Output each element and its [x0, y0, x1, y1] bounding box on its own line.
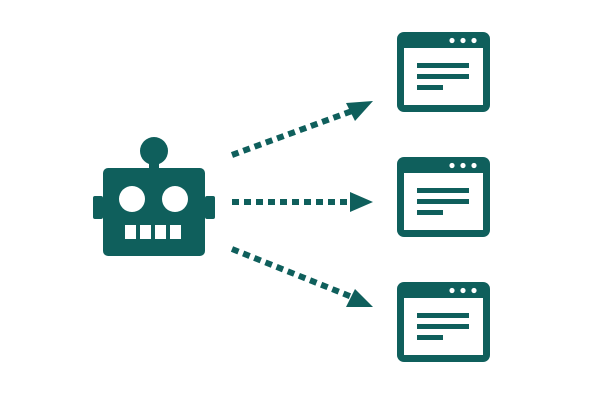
arrow-to-window-3	[230, 246, 373, 307]
arrow-shaft	[230, 246, 354, 300]
robot-left-eye	[119, 186, 145, 212]
browser-window-icon	[397, 157, 490, 237]
window-text-line	[417, 313, 469, 318]
window-text-line	[417, 210, 443, 215]
robot-tooth	[170, 225, 181, 239]
window-text-line	[417, 199, 469, 204]
arrowhead	[350, 192, 373, 212]
robot-tooth	[140, 225, 151, 239]
window-dot	[471, 287, 477, 294]
arrows	[230, 101, 373, 307]
robot-antenna	[140, 137, 168, 165]
window-dot	[449, 37, 455, 44]
arrow-shaft	[230, 108, 354, 158]
robot-head	[103, 168, 205, 256]
window-text-line	[417, 324, 469, 329]
arrowhead	[346, 289, 373, 307]
robot-neck	[149, 160, 159, 172]
window-dot	[471, 162, 477, 169]
window-dot	[460, 287, 466, 294]
window-text-line	[417, 74, 469, 79]
arrow-to-window-2	[232, 192, 373, 212]
arrow-to-window-1	[230, 101, 373, 158]
window-dot	[471, 37, 477, 44]
robot-tooth	[155, 225, 166, 239]
robot-icon	[93, 137, 215, 256]
window-text-line	[417, 85, 443, 90]
window-dot	[460, 37, 466, 44]
window-text-line	[417, 335, 443, 340]
window-dot	[449, 287, 455, 294]
window-text-line	[417, 188, 469, 193]
robot-left-ear	[93, 196, 103, 219]
window-dot	[449, 162, 455, 169]
robot-right-ear	[205, 196, 215, 219]
window-dot	[460, 162, 466, 169]
arrowhead	[346, 101, 373, 121]
window-text-line	[417, 63, 469, 68]
browser-window-icon	[397, 32, 490, 112]
robot-right-eye	[162, 186, 188, 212]
robot-tooth	[125, 225, 136, 239]
browser-window-icon	[397, 282, 490, 362]
